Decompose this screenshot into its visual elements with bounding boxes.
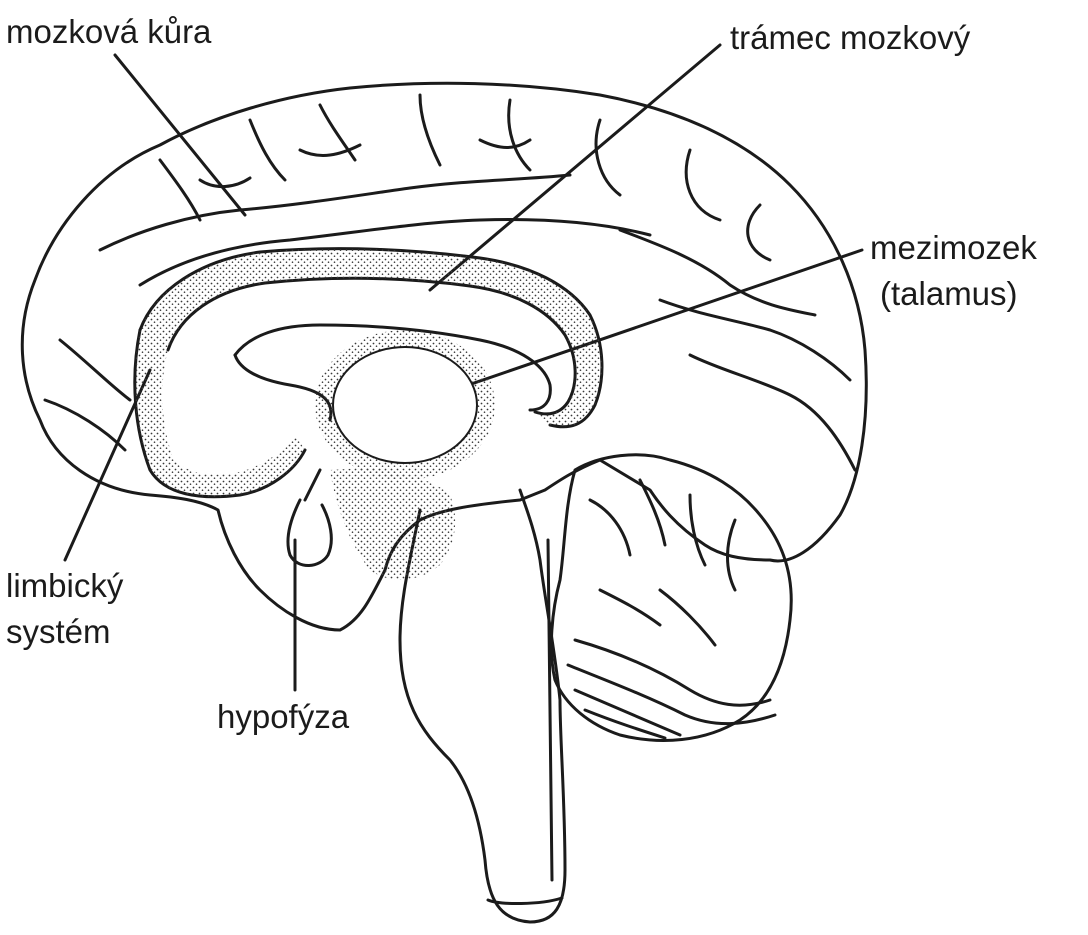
gyrus-line [690,355,855,470]
brainstem-line [548,540,552,880]
gyrus-line [480,140,530,148]
label-limbic-line2: systém [6,612,111,651]
cerebellum-fold [590,500,630,555]
gyrus-line [660,300,850,380]
leader-cortex [115,55,245,215]
label-thalamus-line2: (talamus) [880,274,1018,313]
gyrus-line [509,100,530,170]
gyrus-line [420,95,440,165]
gyrus-line [320,105,355,160]
gyrus-line [620,230,815,315]
label-limbic-line1: limbický [6,566,123,605]
hypothalamus-stipple [330,468,455,580]
label-corpus-callosum: trámec mozkový [730,18,970,57]
label-pituitary: hypofýza [217,697,349,736]
thalamus-core [333,347,477,463]
cerebellum-fold [660,590,715,645]
cerebellum-fold [640,480,665,545]
label-thalamus-line1: mezimozek [870,228,1037,267]
gyrus-line [160,160,200,220]
cerebellum-fold [690,495,705,565]
cerebellum-fold [600,590,660,625]
gyrus-line [748,205,770,260]
pituitary-stalk [305,470,320,500]
brainstem-tip [488,898,562,904]
gyrus-line [200,178,250,187]
label-cortex: mozková kůra [6,12,211,51]
gyrus-line [686,150,720,220]
cerebellum-fold [575,640,770,705]
gyrus-line [250,120,285,180]
gyrus-line [100,175,570,250]
gyrus-line [60,340,130,400]
gyrus-line [45,400,125,450]
